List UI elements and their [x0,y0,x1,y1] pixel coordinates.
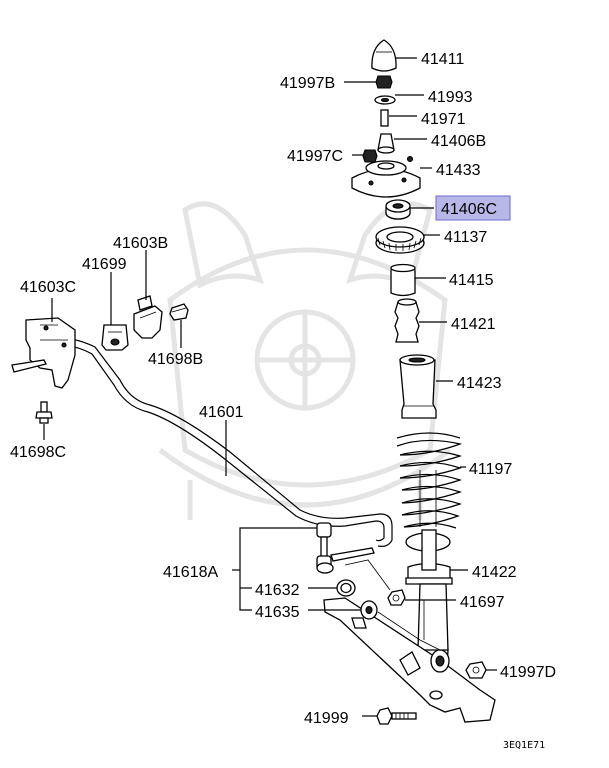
label-41698C[interactable]: 41698C [10,444,66,461]
part-41601-stabilizer-bar[interactable] [51,337,393,547]
part-41618A-stabilizer-link[interactable] [316,522,375,574]
part-41603B-clamp[interactable] [133,295,163,339]
part-41406C-bushing[interactable] [385,199,411,220]
part-41698C-bolt[interactable] [35,401,53,424]
label-41411[interactable]: 41411 [421,51,464,68]
part-41632-washer[interactable] [336,579,356,597]
label-41603C[interactable]: 41603C [20,279,76,296]
part-41635-bushing[interactable] [360,600,378,620]
highlight-box [435,195,511,221]
label-41697[interactable]: 41697 [460,594,505,611]
part-41433-strut-mount[interactable] [351,155,421,198]
part-41997D-nut[interactable] [465,661,487,679]
label-41618A[interactable]: 41618A [163,564,218,581]
label-41997B[interactable]: 41997B [280,75,335,92]
lower-control-arm[interactable] [323,597,496,723]
label-41999[interactable]: 41999 [304,710,349,727]
label-41997D[interactable]: 41997D [500,664,556,681]
label-41415[interactable]: 41415 [449,272,494,289]
part-41997B-nut[interactable] [375,75,393,89]
part-41421-jounce-bumper[interactable] [394,298,420,343]
part-41406B-bushing[interactable] [377,133,395,154]
label-41137[interactable]: 41137 [444,229,487,246]
part-41698B-bolt[interactable] [169,303,189,321]
label-41601[interactable]: 41601 [199,404,244,421]
part-41137-bearing[interactable] [375,226,425,254]
leader-lines [43,57,497,717]
part-41603C-bracket[interactable] [11,317,76,389]
part-41197-coil-spring[interactable] [396,432,463,529]
label-41421[interactable]: 41421 [451,316,496,333]
label-41406B[interactable]: 41406B [431,133,486,150]
part-41411-bump-cap[interactable] [371,39,397,72]
label-41997C[interactable]: 41997C [287,148,343,165]
part-41997C-nut[interactable] [362,149,378,163]
part-41697-bolt[interactable] [387,589,406,606]
label-41635[interactable]: 41635 [255,604,300,621]
label-41603B[interactable]: 41603B [113,235,168,252]
part-41699-bushing[interactable] [101,324,129,351]
part-labels: 41411 41997B 41993 41971 41406B 41997C 4… [10,51,556,751]
label-41433[interactable]: 41433 [436,162,481,179]
part-41971-collar[interactable] [380,109,389,127]
label-41406C[interactable]: 41406C [441,201,497,218]
label-41632[interactable]: 41632 [255,582,300,599]
label-41699[interactable]: 41699 [82,256,127,273]
part-41999-bolt[interactable] [376,707,417,725]
part-41415-bump-stop[interactable] [390,263,416,297]
label-41698B[interactable]: 41698B [148,351,203,368]
label-41993[interactable]: 41993 [428,89,473,106]
label-41971[interactable]: 41971 [421,111,466,128]
part-41993-washer[interactable] [374,95,396,105]
label-41422[interactable]: 41422 [472,564,517,581]
label-41423[interactable]: 41423 [457,375,502,392]
diagram-code: 3EQ1E71 [503,740,545,751]
part-41423-dust-boot[interactable] [399,354,437,419]
label-41197[interactable]: 41197 [469,461,512,478]
